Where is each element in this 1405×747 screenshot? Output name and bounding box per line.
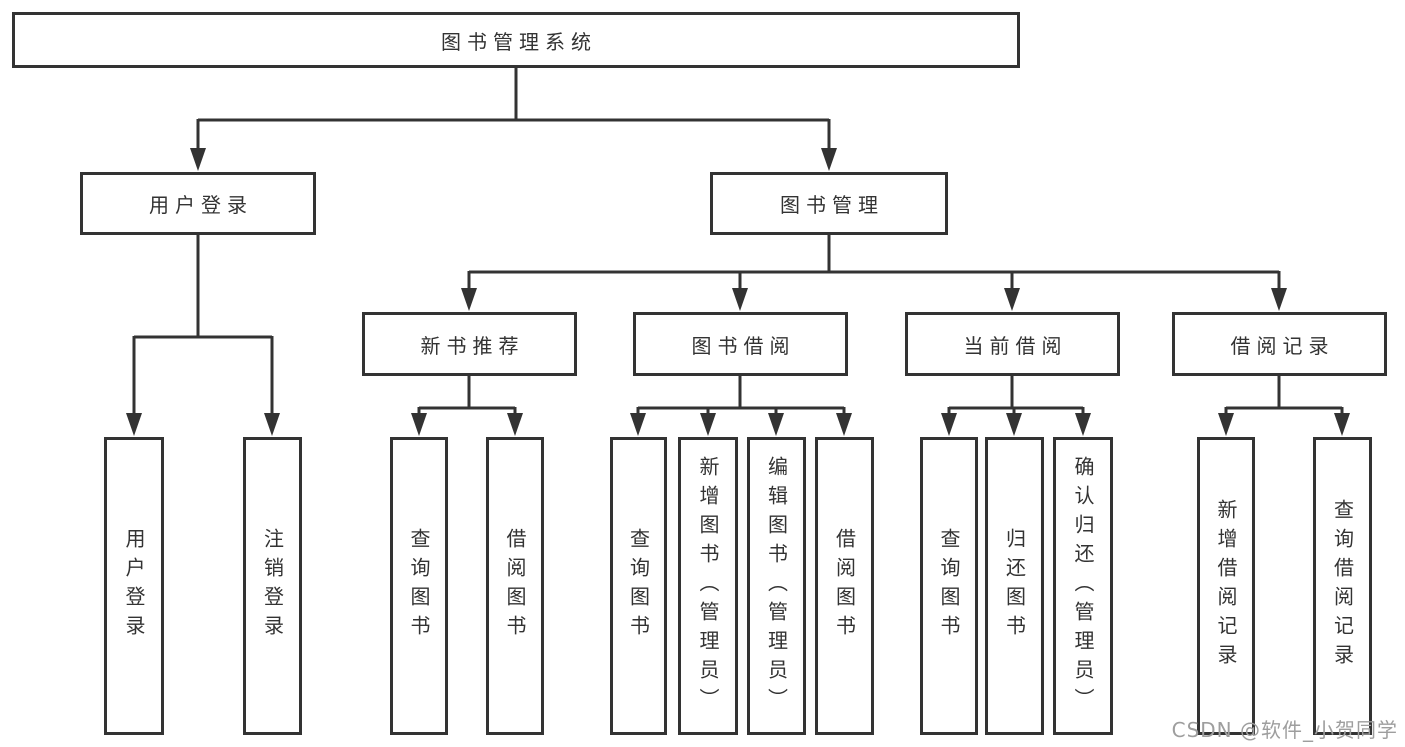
node-label: 图书管理系统 (441, 29, 597, 54)
leaf-borrow-books: 借阅图书 (815, 437, 874, 735)
leaf-edit-books-admin: 编辑图书（管理员） (747, 437, 806, 735)
leaf-query-borrow-record: 查询借阅记录 (1313, 437, 1372, 735)
leaf-query-books-borrowing: 查询图书 (610, 437, 667, 735)
node-borrowing-records: 借阅记录 (1172, 312, 1387, 376)
node-user-login: 用户登录 (80, 172, 316, 235)
node-label: 图书管理 (780, 193, 884, 217)
node-label: 借阅图书 (503, 528, 527, 644)
leaf-logout: 注销登录 (243, 437, 302, 735)
leaf-add-borrow-record: 新增借阅记录 (1197, 437, 1255, 735)
node-label: 查询图书 (937, 528, 961, 644)
csdn-watermark: CSDN @软件_小贺同学 (1171, 718, 1398, 742)
leaf-query-books-recommend: 查询图书 (390, 437, 448, 735)
node-label: 查询借阅记录 (1330, 499, 1355, 673)
node-current-borrowing: 当前借阅 (905, 312, 1120, 376)
node-new-book-recommend: 新书推荐 (362, 312, 577, 376)
node-label: 用户登录 (149, 193, 253, 217)
node-root-system: 图书管理系统 (12, 12, 1020, 68)
node-label: 当前借阅 (963, 333, 1068, 358)
leaf-query-books-current: 查询图书 (920, 437, 978, 735)
node-label: 确认归还（管理员） (1071, 455, 1095, 717)
leaf-user-login: 用户登录 (104, 437, 164, 735)
node-label: 编辑图书（管理员） (764, 455, 789, 717)
node-label: 注销登录 (260, 528, 285, 644)
node-label: 新书推荐 (420, 333, 525, 358)
node-label: 借阅图书 (832, 528, 857, 644)
node-label: 新增借阅记录 (1214, 499, 1238, 673)
leaf-borrow-books-recommend: 借阅图书 (486, 437, 544, 735)
node-label: 新增图书（管理员） (696, 455, 720, 717)
node-label: 借阅记录 (1230, 333, 1335, 358)
node-book-management: 图书管理 (710, 172, 948, 235)
node-book-borrowing: 图书借阅 (633, 312, 848, 376)
leaf-add-books-admin: 新增图书（管理员） (678, 437, 738, 735)
leaf-return-books: 归还图书 (985, 437, 1044, 735)
node-label: 用户登录 (122, 528, 146, 644)
node-label: 查询图书 (626, 528, 651, 644)
node-label: 图书借阅 (691, 333, 796, 358)
node-label: 查询图书 (407, 528, 431, 644)
leaf-confirm-return-admin: 确认归还（管理员） (1053, 437, 1113, 735)
node-label: 归还图书 (1002, 528, 1027, 644)
